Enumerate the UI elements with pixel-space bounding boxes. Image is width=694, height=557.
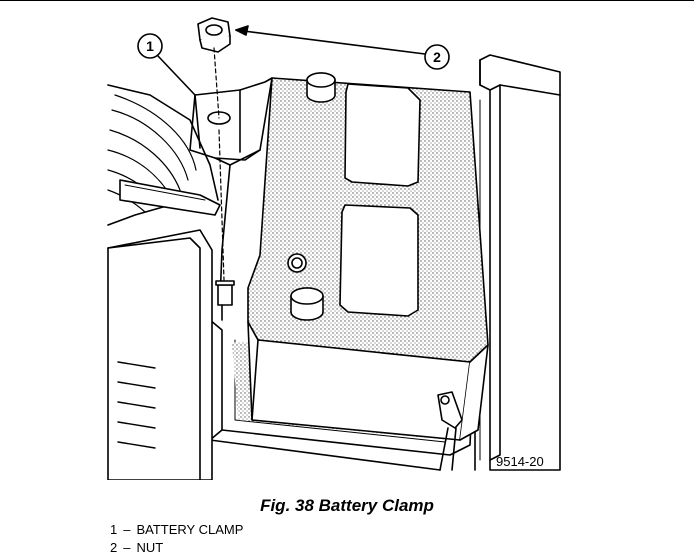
legend-separator: – xyxy=(123,540,131,555)
legend: 1–BATTERY CLAMP 2–NUT xyxy=(110,521,243,557)
callout-2: 2 xyxy=(235,25,450,70)
callout-1: 1 xyxy=(137,33,196,96)
top-rule xyxy=(0,0,694,1)
legend-separator: – xyxy=(123,522,131,537)
battery xyxy=(247,77,489,441)
drawing-id: 9514-20 xyxy=(496,454,544,469)
battery-terminal-positive xyxy=(306,72,336,103)
battery-clamp-illustration: 1 2 9514-20 xyxy=(107,17,561,480)
left-component-housing xyxy=(107,229,213,480)
hold-down-bolt xyxy=(215,280,235,321)
svg-text:2: 2 xyxy=(433,49,441,65)
air-intake-hose xyxy=(107,84,221,226)
legend-item: 1–BATTERY CLAMP xyxy=(110,521,243,539)
legend-number: 1 xyxy=(110,522,118,537)
battery-cable xyxy=(437,391,463,471)
assembly-alignment-line xyxy=(213,47,225,281)
fender-panel xyxy=(474,54,561,471)
battery-indicator xyxy=(287,253,307,273)
figure-caption: Fig. 38 Battery Clamp xyxy=(260,496,434,515)
svg-text:1: 1 xyxy=(146,38,154,54)
battery-terminal-negative xyxy=(290,287,324,321)
legend-number: 2 xyxy=(110,540,118,555)
legend-text: BATTERY CLAMP xyxy=(136,522,244,537)
nut xyxy=(197,17,231,53)
legend-text: NUT xyxy=(136,540,164,555)
legend-item: 2–NUT xyxy=(110,539,243,557)
